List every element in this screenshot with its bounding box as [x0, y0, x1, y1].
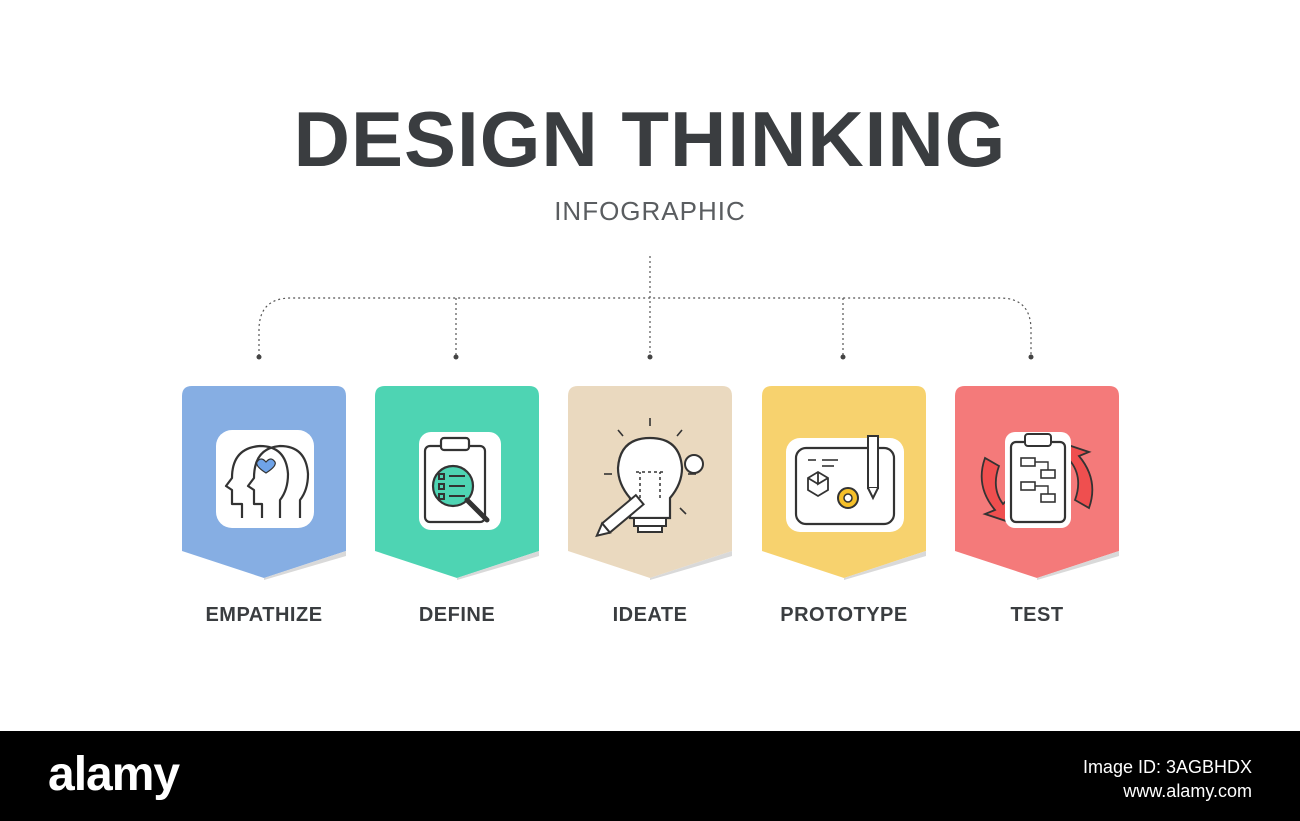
- step-empathize: [182, 386, 346, 580]
- clipboard-magnifier-icon: [419, 432, 501, 530]
- shield-card: [568, 386, 732, 580]
- step-ideate: [568, 386, 732, 580]
- page-subtitle: INFOGRAPHIC: [554, 196, 746, 226]
- step-define: [375, 386, 539, 580]
- connector-dot: [453, 354, 459, 360]
- step-label-prototype: PROTOTYPE: [780, 604, 908, 626]
- connector-dot: [256, 354, 262, 360]
- step-test: [955, 386, 1119, 580]
- step-label-ideate: IDEATE: [612, 604, 688, 626]
- image-reference: Image ID: 3AGBHDX www.alamy.com: [1083, 755, 1252, 804]
- connector-dot: [1028, 354, 1034, 360]
- site-url: www.alamy.com: [1123, 781, 1252, 802]
- image-id: Image ID: 3AGBHDX: [1082, 757, 1252, 777]
- step-label-define: DEFINE: [418, 604, 496, 626]
- lightbulb-pencil-icon: [595, 418, 704, 538]
- brand-logo: alamy: [48, 748, 180, 801]
- shield-card: [762, 386, 926, 580]
- watermark-bar: alamy Image ID: 3AGBHDX www.alamy.com: [0, 731, 1300, 821]
- shield-card: [955, 386, 1119, 580]
- clipboard-cycle-icon: [980, 432, 1094, 528]
- shield-card: [375, 386, 539, 580]
- step-label-test: TEST: [1010, 604, 1064, 626]
- connector-dot: [840, 354, 846, 360]
- connector-lines: [256, 256, 1034, 360]
- page-title: DESIGN THINKING: [293, 95, 1007, 183]
- step-label-empathize: EMPATHIZE: [205, 604, 323, 626]
- step-prototype: [762, 386, 926, 580]
- shield-card: [182, 386, 346, 580]
- connector-dot: [647, 354, 653, 360]
- heads-heart-icon: [216, 430, 314, 528]
- blueprint-gear-icon: [786, 435, 904, 532]
